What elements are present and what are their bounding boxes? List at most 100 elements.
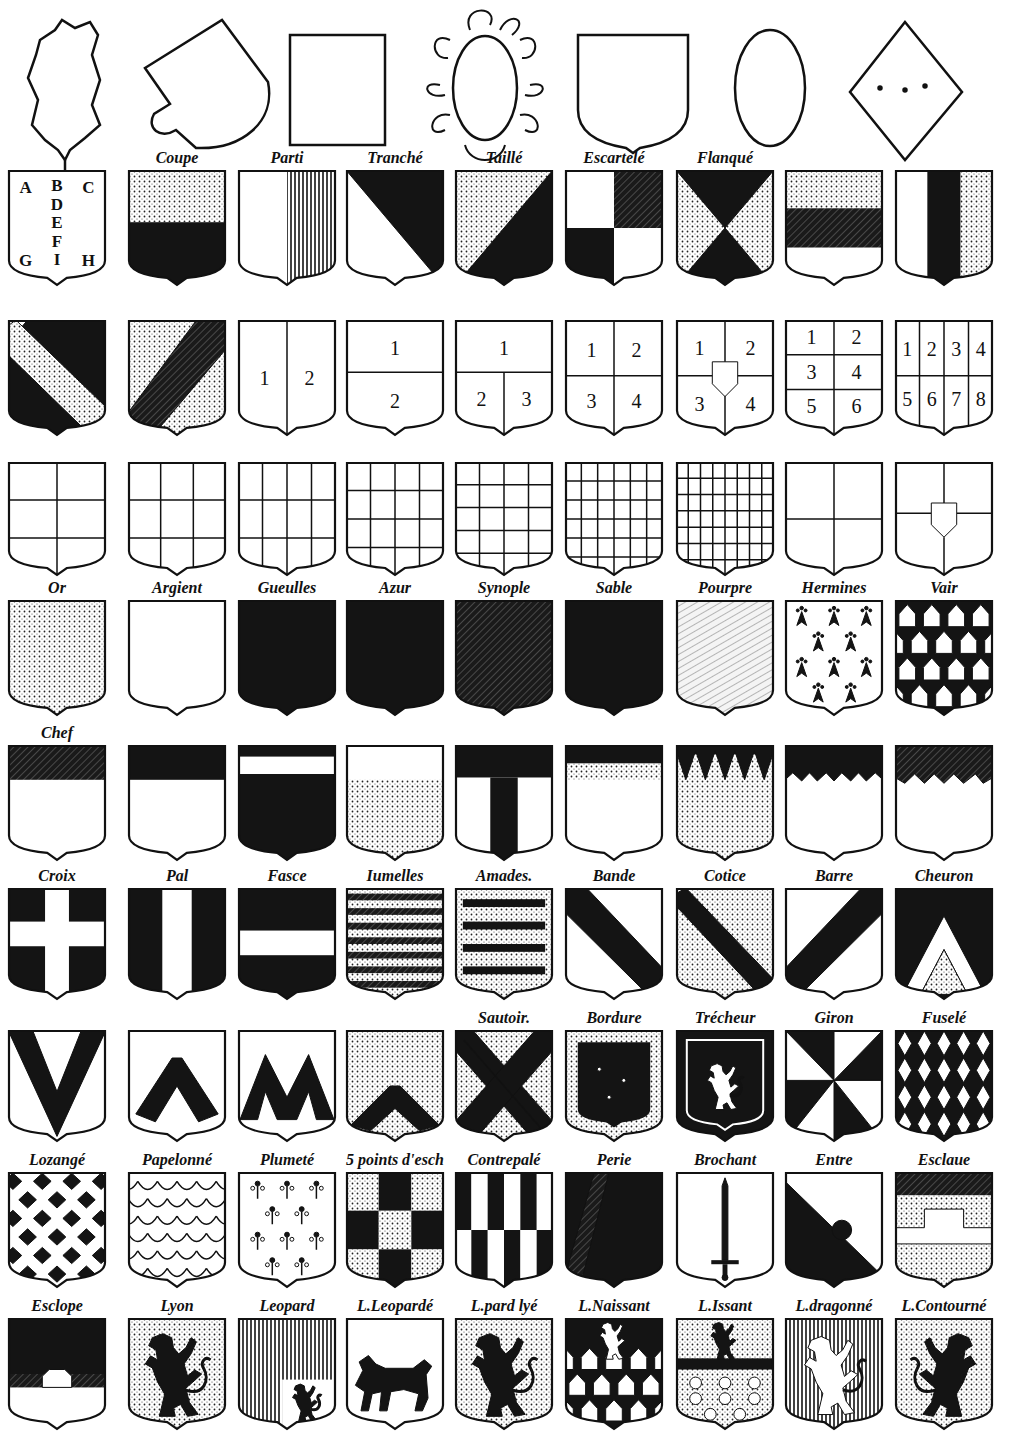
shield-field [785, 1318, 883, 1430]
tincture-area [45, 888, 69, 1000]
term-label: Plumeté [260, 1152, 314, 1168]
heraldic-shield: L.dragonné [785, 1318, 883, 1430]
roundel [849, 683, 853, 687]
heraldic-shield: Bande [565, 888, 663, 1000]
tincture-area [895, 1172, 993, 1195]
heraldic-shield-drawing [455, 1030, 553, 1142]
partition-line [370, 462, 372, 576]
tincture-area [676, 462, 774, 576]
tincture-area [565, 745, 663, 861]
scale-arc [108, 1268, 128, 1276]
heraldic-shield [128, 320, 226, 436]
roundel [319, 1186, 323, 1190]
quarter-number: 4 [631, 391, 643, 411]
roundel [261, 1237, 265, 1241]
roundel [251, 1186, 255, 1190]
shield-field [895, 745, 993, 861]
shield-field [128, 170, 226, 292]
quarter-number: 2 [304, 368, 316, 388]
shield-outline [677, 889, 773, 999]
shield-field [128, 462, 226, 576]
heraldic-charge [455, 170, 553, 286]
heraldic-charge [78, 1192, 96, 1208]
heraldic-charge [960, 685, 977, 707]
shield-outline [896, 601, 992, 715]
shield-outline [896, 889, 992, 999]
heraldic-charge [899, 658, 916, 680]
shield-field [99, 1172, 246, 1288]
shield-outline [566, 1173, 662, 1287]
tincture-area [346, 1030, 444, 1142]
tincture-area [379, 1172, 412, 1211]
heraldic-shield-drawing [676, 462, 774, 576]
shield-field [128, 1318, 226, 1430]
tincture-area [346, 320, 444, 436]
heraldic-shield: Vair [895, 600, 993, 716]
heraldic-charge [630, 1400, 647, 1421]
shield-field [565, 320, 663, 436]
dot [904, 89, 907, 92]
shield-outline [239, 1173, 335, 1287]
partition-line [943, 537, 945, 576]
shield-outline [239, 1031, 335, 1141]
heraldic-shield: 12 [346, 320, 444, 436]
heraldic-shield-drawing [895, 170, 993, 286]
heraldic-shield: Argient [128, 600, 226, 716]
tincture-area [346, 923, 444, 930]
heraldic-shield: L.pard lyé [455, 1318, 553, 1430]
roundel [299, 1258, 304, 1263]
partition-line [943, 462, 945, 503]
quarter-number: 3 [521, 389, 533, 409]
heraldic-shield: Cheuron [895, 888, 993, 1000]
shield-field [128, 600, 226, 716]
heraldic-shield [455, 462, 553, 576]
heraldic-shield [785, 745, 883, 861]
partition-line [346, 371, 444, 373]
partition-line [565, 375, 663, 377]
oval-shape [735, 30, 805, 146]
beast-figure [843, 1360, 866, 1391]
tincture-area [488, 1172, 505, 1230]
shield-field [238, 1172, 336, 1288]
quarter-number: 6 [926, 389, 938, 409]
heraldic-charge [712, 362, 737, 397]
shield-outline [786, 1173, 882, 1287]
tincture-area [238, 1318, 336, 1430]
shield-outline [347, 1319, 443, 1429]
term-label: L.dragonné [796, 1298, 873, 1314]
tincture-area [785, 1318, 883, 1430]
shield-outline [347, 746, 443, 860]
partition-line [688, 462, 690, 576]
heraldic-shield-drawing [565, 1318, 663, 1430]
shield-field [8, 888, 106, 1000]
heraldic-charge [898, 1031, 912, 1056]
shield-outline [566, 601, 662, 715]
tincture-area [785, 600, 883, 716]
heraldic-shield: Escartelé [565, 170, 663, 286]
tincture-area [785, 320, 883, 436]
heraldic-shield-drawing [346, 462, 444, 576]
shield-outline [786, 171, 882, 285]
quarter-number: 1 [498, 338, 510, 358]
heraldic-charge [48, 1266, 66, 1282]
term-label: Pourpre [698, 580, 752, 596]
roundel [310, 1186, 314, 1190]
heraldic-charge [785, 1030, 834, 1080]
roundel [869, 660, 872, 663]
heraldic-shield-drawing [346, 1318, 444, 1430]
scale-arc [148, 1268, 168, 1276]
heraldic-shield: Lozangé [8, 1172, 106, 1288]
tincture-area [128, 745, 226, 861]
shield-field [346, 170, 444, 286]
quarter-number: 5 [901, 389, 913, 409]
term-label: Cheuron [915, 868, 974, 884]
point-letter: E [50, 214, 63, 231]
roundel [749, 1393, 761, 1405]
quarter-number: 3 [950, 339, 962, 359]
tincture-area [785, 248, 883, 286]
scale-arc [148, 1199, 168, 1207]
plain-shield-shape [578, 35, 688, 153]
quarter-number: 1 [258, 368, 270, 388]
cartouche-shape [28, 20, 100, 160]
